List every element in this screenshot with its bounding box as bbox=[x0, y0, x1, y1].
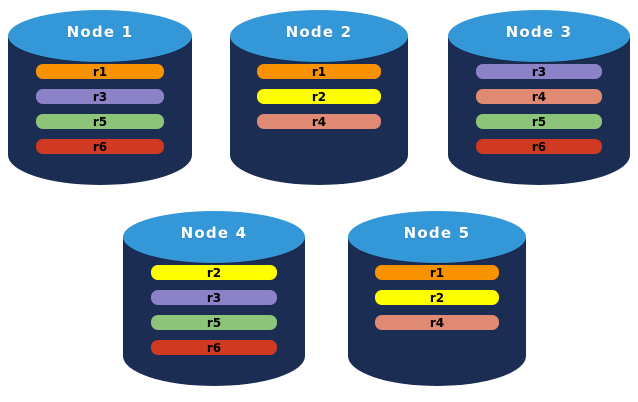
node-label: Node 5 bbox=[403, 224, 471, 242]
node-label: Node 1 bbox=[66, 23, 134, 41]
cylinder-icon bbox=[230, 10, 408, 185]
shard-r6[interactable]: r6 bbox=[476, 139, 602, 154]
node-label: Node 2 bbox=[285, 23, 353, 41]
shard-list: r1 r2 r4 bbox=[375, 265, 499, 330]
shard-label: r3 bbox=[531, 64, 547, 79]
shard-label: r1 bbox=[311, 64, 327, 79]
cylinder-top bbox=[448, 10, 630, 62]
shard-r4[interactable]: r4 bbox=[476, 89, 602, 104]
shard-label: r3 bbox=[206, 290, 222, 305]
shard-label: r6 bbox=[206, 340, 222, 355]
database-node-5[interactable]: Node 5 r1 r2 r4 bbox=[348, 211, 526, 386]
node-label: Node 3 bbox=[505, 23, 573, 41]
cylinder-icon bbox=[448, 10, 630, 185]
shard-r5[interactable]: r5 bbox=[476, 114, 602, 129]
shard-label: r5 bbox=[206, 315, 222, 330]
shard-list: r1 r2 r4 bbox=[257, 64, 381, 129]
shard-r5[interactable]: r5 bbox=[151, 315, 277, 330]
cylinder-icon bbox=[123, 211, 305, 386]
cylinder-icon bbox=[348, 211, 526, 386]
shard-r5[interactable]: r5 bbox=[36, 114, 164, 129]
shard-label: r1 bbox=[429, 265, 445, 280]
shard-r4[interactable]: r4 bbox=[257, 114, 381, 129]
shard-r3[interactable]: r3 bbox=[476, 64, 602, 79]
database-node-1[interactable]: Node 1 r1 r3 r5 r6 bbox=[8, 10, 192, 185]
shard-r6[interactable]: r6 bbox=[36, 139, 164, 154]
cylinder-top bbox=[123, 211, 305, 263]
cylinder-icon bbox=[8, 10, 192, 185]
shard-r2[interactable]: r2 bbox=[375, 290, 499, 305]
cylinder-top bbox=[8, 10, 192, 62]
shard-label: r5 bbox=[92, 114, 108, 129]
cylinder-top bbox=[230, 10, 408, 62]
shard-r1[interactable]: r1 bbox=[375, 265, 499, 280]
shard-r2[interactable]: r2 bbox=[257, 89, 381, 104]
shard-label: r5 bbox=[531, 114, 547, 129]
shard-label: r1 bbox=[92, 64, 108, 79]
database-node-2[interactable]: Node 2 r1 r2 r4 bbox=[230, 10, 408, 185]
shard-label: r2 bbox=[206, 265, 222, 280]
shard-list: r3 r4 r5 r6 bbox=[476, 64, 602, 154]
database-node-3[interactable]: Node 3 r3 r4 r5 r6 bbox=[448, 10, 630, 185]
shard-r6[interactable]: r6 bbox=[151, 340, 277, 355]
shard-label: r2 bbox=[311, 89, 327, 104]
node-label: Node 4 bbox=[180, 224, 248, 242]
shard-label: r4 bbox=[311, 114, 327, 129]
shard-r4[interactable]: r4 bbox=[375, 315, 499, 330]
shard-label: r6 bbox=[531, 139, 547, 154]
shard-r3[interactable]: r3 bbox=[151, 290, 277, 305]
shard-label: r3 bbox=[92, 89, 108, 104]
shard-label: r2 bbox=[429, 290, 445, 305]
shard-r2[interactable]: r2 bbox=[151, 265, 277, 280]
shard-label: r4 bbox=[531, 89, 547, 104]
shard-r1[interactable]: r1 bbox=[257, 64, 381, 79]
shard-r3[interactable]: r3 bbox=[36, 89, 164, 104]
shard-list: r2 r3 r5 r6 bbox=[151, 265, 277, 355]
shard-label: r4 bbox=[429, 315, 445, 330]
shard-label: r6 bbox=[92, 139, 108, 154]
database-node-4[interactable]: Node 4 r2 r3 r5 r6 bbox=[123, 211, 305, 386]
shard-r1[interactable]: r1 bbox=[36, 64, 164, 79]
cylinder-top bbox=[348, 211, 526, 263]
shard-list: r1 r3 r5 r6 bbox=[36, 64, 164, 154]
